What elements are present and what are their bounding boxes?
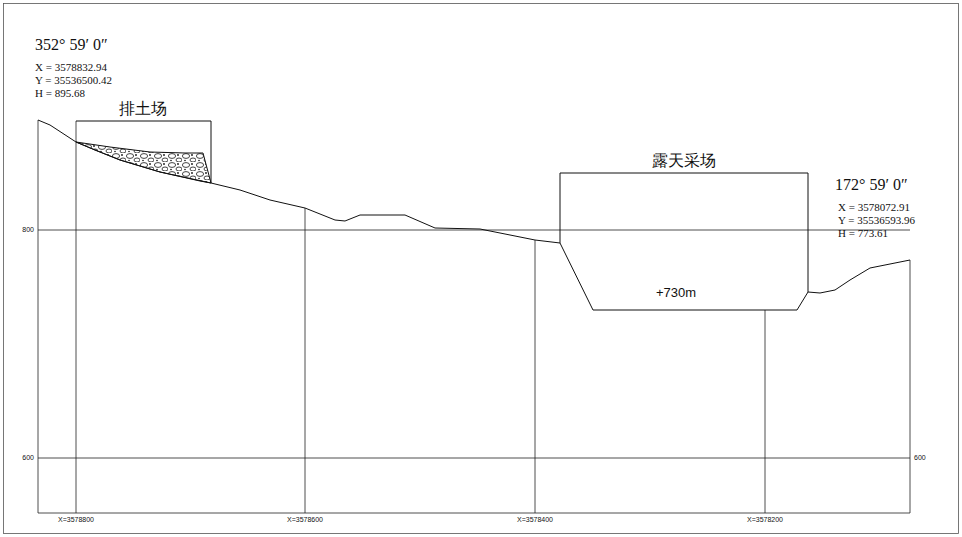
coordinate-label: H = 895.68 bbox=[35, 87, 85, 99]
terrain-profile bbox=[38, 120, 910, 310]
coordinate-label: X = 3578832.94 bbox=[35, 61, 107, 73]
coordinate-label: Y = 35536500.42 bbox=[35, 74, 112, 86]
waste-dump-fill bbox=[76, 142, 211, 183]
bearing-label: 172° 59′ 0″ bbox=[835, 176, 908, 194]
coordinate-label: Y = 35536593.96 bbox=[838, 214, 915, 226]
bearing-label: 352° 59′ 0″ bbox=[35, 36, 108, 54]
axis-label: X=3578800 bbox=[58, 516, 94, 524]
axis-label: X=3578200 bbox=[747, 516, 783, 524]
pit-bracket bbox=[560, 173, 808, 292]
frame bbox=[4, 4, 959, 534]
elevation-label: +730m bbox=[656, 286, 696, 300]
grid bbox=[38, 120, 910, 513]
dump-bracket bbox=[76, 121, 211, 183]
axis-label: X=3578400 bbox=[517, 516, 553, 524]
area-label: 露天采场 bbox=[652, 152, 716, 170]
coordinate-label: X = 3578072.91 bbox=[838, 201, 910, 213]
axis-label: 600 bbox=[914, 454, 926, 462]
coordinate-label: H = 773.61 bbox=[838, 227, 888, 239]
axis-label: X=3578600 bbox=[287, 516, 323, 524]
area-label: 排土场 bbox=[119, 100, 167, 118]
axis-label: 800 bbox=[22, 226, 34, 234]
axis-label: 600 bbox=[22, 454, 34, 462]
